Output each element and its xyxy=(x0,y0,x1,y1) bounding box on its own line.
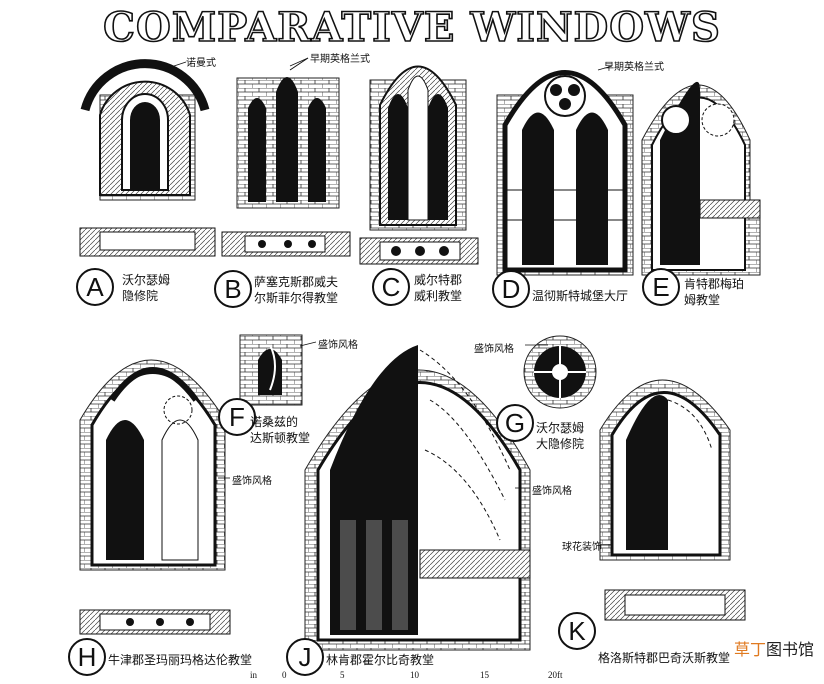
note-k: 球花装饰 xyxy=(562,542,602,553)
note-g: 盛饰风格 xyxy=(474,344,514,355)
window-k xyxy=(599,379,746,621)
label-b: B xyxy=(214,270,252,308)
scale-tick-3: 15 xyxy=(480,670,489,680)
window-j xyxy=(304,345,531,651)
watermark: 草丁图书馆 xyxy=(731,636,816,660)
scale-unit: in xyxy=(250,670,258,680)
window-f xyxy=(239,334,303,406)
note-f: 盛饰风格 xyxy=(318,340,358,351)
note-h: 盛饰风格 xyxy=(232,476,272,487)
caption-b: 萨塞克斯郡威夫尔斯菲尔得教堂 xyxy=(254,275,339,305)
label-g: G xyxy=(496,404,534,442)
window-h xyxy=(79,359,231,635)
window-d xyxy=(496,70,634,276)
label-e: E xyxy=(642,268,680,306)
note-j: 盛饰风格 xyxy=(532,486,572,497)
scale-tick-0: 0 xyxy=(282,670,287,680)
scale-tick-1: 5 xyxy=(340,670,345,680)
note-d: 早期英格兰式 xyxy=(604,62,664,73)
window-a xyxy=(79,59,216,257)
caption-c: 威尔特郡威利教堂 xyxy=(414,273,463,303)
scale-tick-4: 20ft xyxy=(548,670,563,680)
scale-tick-2: 10 xyxy=(410,670,419,680)
note-a: 诺曼式 xyxy=(186,58,216,69)
label-a: A xyxy=(76,268,114,306)
caption-g: 沃尔瑟姆大隐修院 xyxy=(536,421,585,451)
leader-lines xyxy=(161,57,613,546)
caption-d: 温彻斯特城堡大厅 xyxy=(532,289,629,303)
window-g xyxy=(523,335,597,409)
note-b: 早期英格兰式 xyxy=(310,54,370,65)
caption-e: 肯特郡梅珀姆教堂 xyxy=(684,277,745,307)
page-title: COMPARATIVE WINDOWS xyxy=(102,3,721,52)
window-c xyxy=(359,65,479,265)
label-j: J xyxy=(286,638,324,676)
label-c: C xyxy=(372,268,410,306)
window-e xyxy=(641,81,761,276)
caption-f: 诺桑兹的达斯顿教堂 xyxy=(250,415,311,445)
label-d: D xyxy=(492,270,530,308)
window-b xyxy=(221,57,351,257)
caption-j: 林肯郡霍尔比奇教堂 xyxy=(326,653,435,667)
label-f: F xyxy=(218,398,256,436)
caption-h: 牛津郡圣玛丽玛格达伦教堂 xyxy=(108,653,253,667)
label-h: H xyxy=(68,638,106,676)
caption-a: 沃尔瑟姆隐修院 xyxy=(122,273,171,303)
label-k: K xyxy=(558,612,596,650)
caption-k: 格洛斯特郡巴奇沃斯教堂 xyxy=(598,651,731,665)
